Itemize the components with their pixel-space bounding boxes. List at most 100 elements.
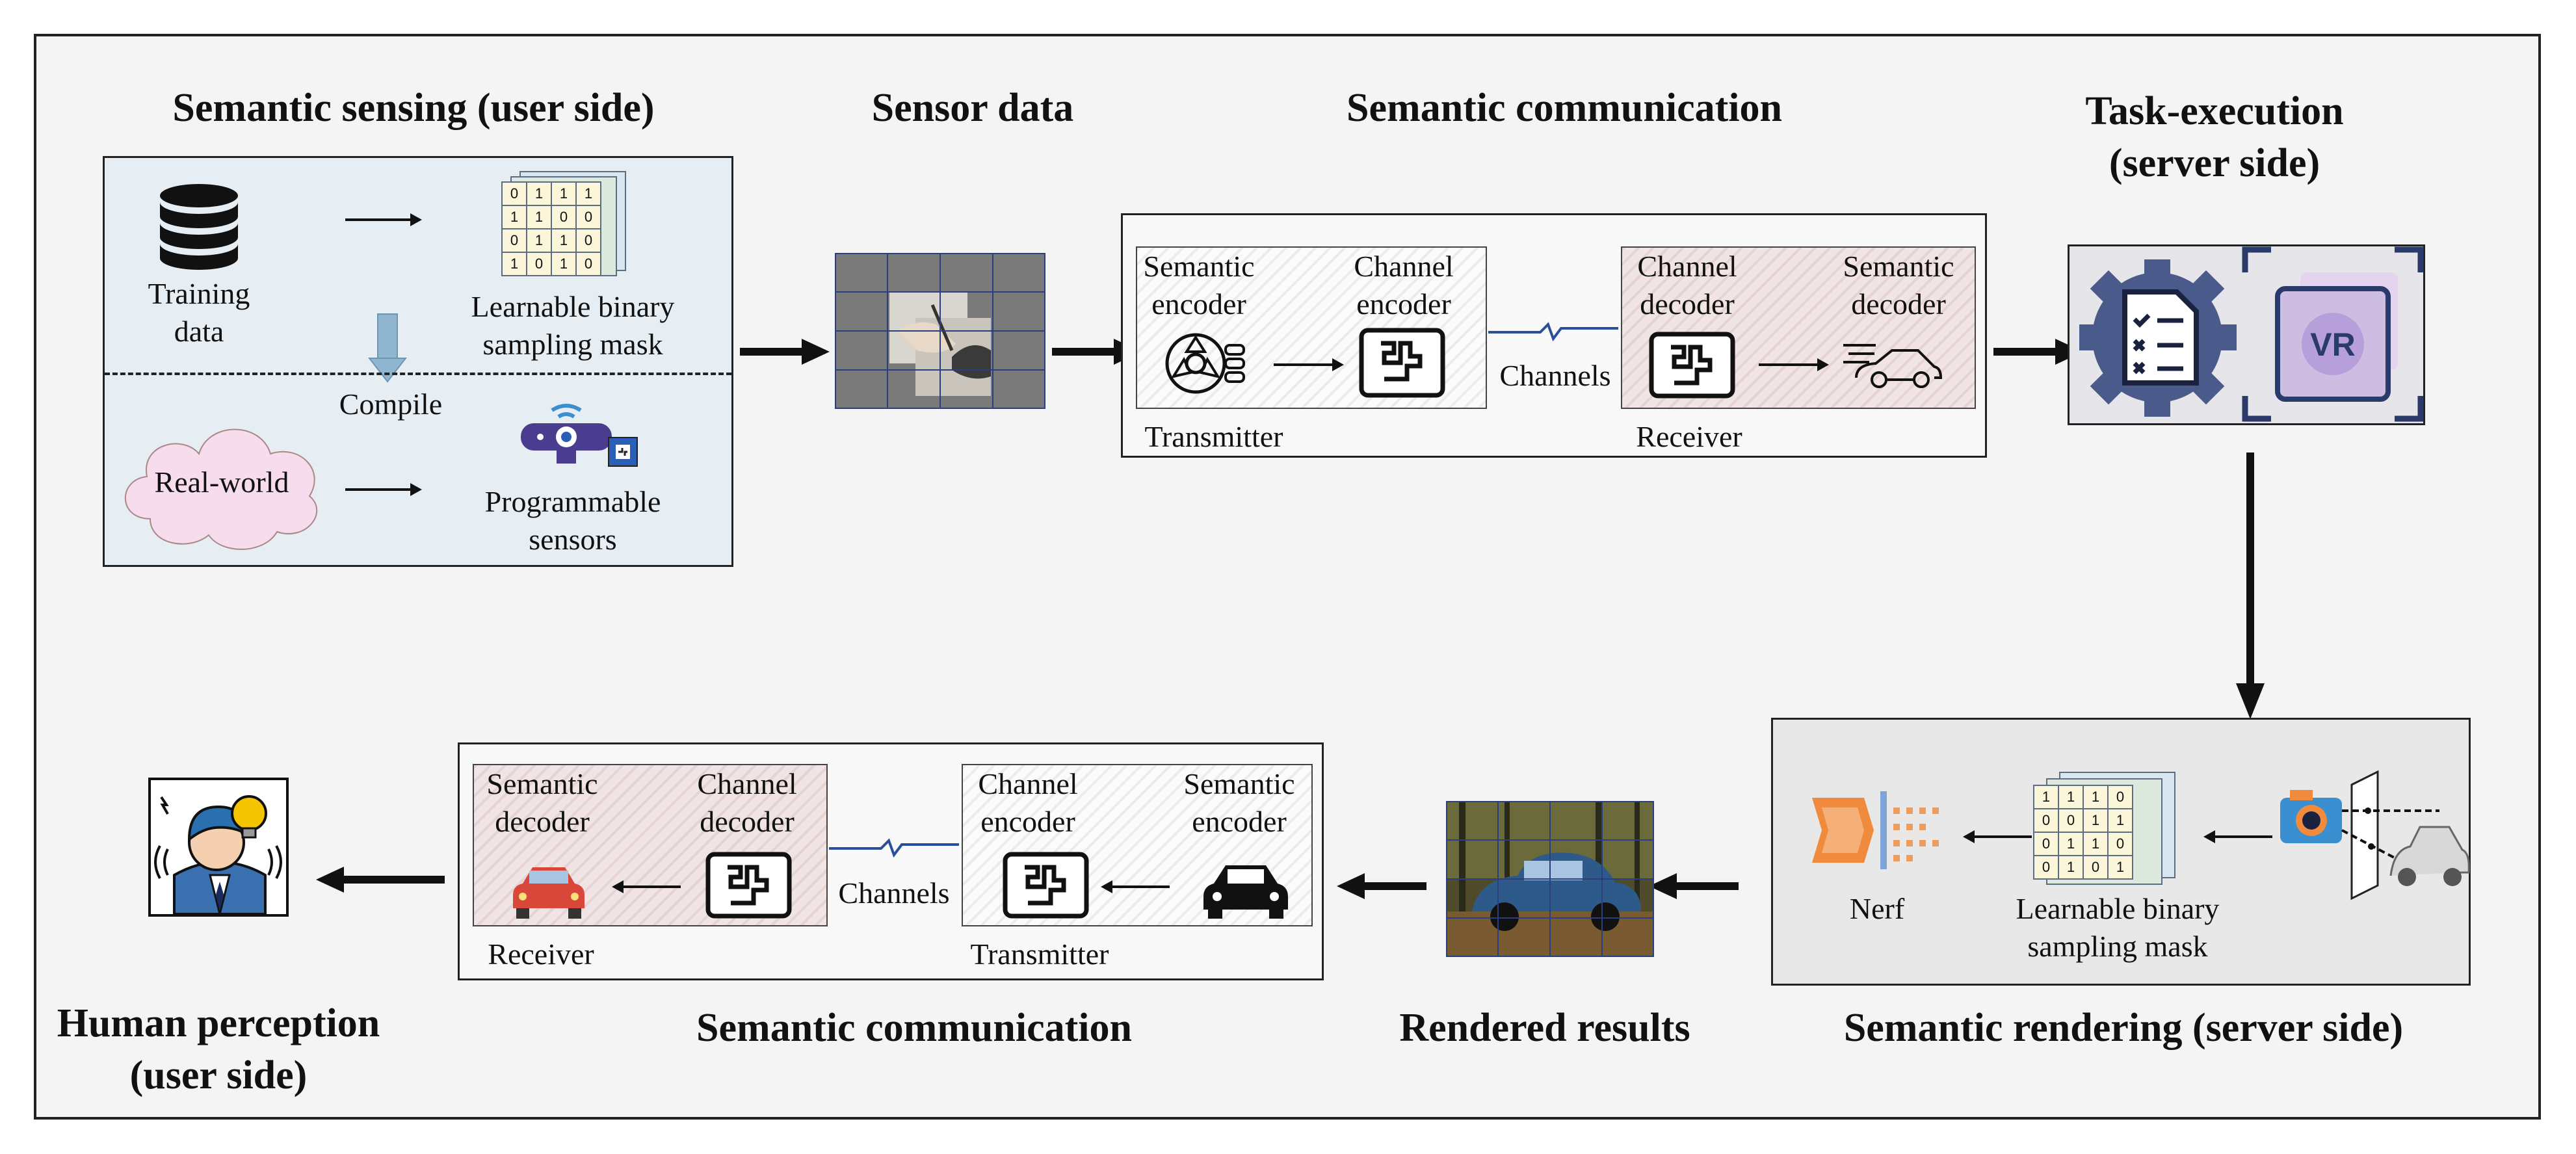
sensing-mask-cell: 0 [575, 228, 601, 253]
sensing-mask-cell: 0 [575, 252, 601, 276]
training-data-label-2: data [174, 315, 224, 348]
rendering-mask-label-2: sampling mask [2027, 930, 2208, 963]
rendering-mask-cell: 0 [2058, 808, 2084, 833]
channel-zigzag-top [1488, 322, 1618, 342]
red-car-icon [513, 867, 585, 919]
transmitter-panel-bottom: Channel encoder Semantic encoder [962, 764, 1313, 926]
sensing-mask-cell: 1 [551, 252, 577, 276]
sensing-mask-cell: 1 [575, 181, 601, 206]
semantic-decoder-label: Semantic [1843, 250, 1954, 283]
arrow-results-to-comm [1337, 873, 1426, 899]
rendering-mask-cell: 0 [2033, 855, 2059, 880]
transmitter-label-top: Transmitter [1144, 420, 1283, 453]
channel-decoder-label: Channel [1637, 250, 1737, 283]
rendering-mask-cell: 1 [2083, 785, 2109, 809]
rendering-mask-cell: 1 [2058, 785, 2084, 809]
channel-encoder-label-bottom: Channel [978, 767, 1078, 800]
sensor-data-image [835, 253, 1045, 409]
title-semantic-communication-top: Semantic communication [1347, 86, 1782, 130]
rendering-mask-cell: 1 [2058, 855, 2084, 880]
arrow-rendering-to-results [1649, 873, 1739, 899]
semantic-encoder-label-bottom-2: encoder [1192, 805, 1287, 838]
sensing-mask-cell: 1 [501, 205, 527, 229]
compile-label: Compile [339, 387, 443, 421]
title-sensor-data: Sensor data [871, 86, 1074, 130]
sensing-mask-cell: 0 [575, 205, 601, 229]
semantic-encoder-label-bottom: Semantic [1183, 767, 1295, 800]
training-data-label: Training [148, 277, 250, 310]
compile-arrow [367, 313, 408, 383]
sensing-mask-cell: 0 [551, 205, 577, 229]
sensing-mask-cell: 1 [551, 181, 577, 206]
title-semantic-rendering: Semantic rendering (server side) [1843, 1006, 2404, 1050]
programmable-sensor-icon [521, 404, 638, 467]
sensing-mask-cell: 0 [526, 252, 552, 276]
receiver-label-bottom: Receiver [488, 938, 594, 971]
rendering-mask-cell: 1 [2083, 832, 2109, 856]
real-world-cloud [124, 428, 318, 550]
title-semantic-communication-bottom: Semantic communication [696, 1006, 1132, 1050]
car-outline-icon [1843, 344, 1943, 388]
transmitter-panel-top: Semantic encoder Channel encoder [1136, 246, 1487, 409]
sensing-mask-cell: 1 [501, 252, 527, 276]
title-human-perception: Human perception [57, 1001, 380, 1045]
sensing-mask-cell: 1 [526, 181, 552, 206]
channel-decoder-label-bottom-2: decoder [700, 805, 795, 838]
arrow-dec-top [1759, 358, 1829, 371]
channel-encoder-label: Channel [1354, 250, 1454, 283]
title-task-execution: Task-execution [2085, 89, 2344, 133]
title-task-execution-sub: (server side) [2109, 141, 2320, 185]
vr-badge-text: VR [2310, 326, 2355, 363]
semantic-encoder-label-2: encoder [1151, 287, 1246, 321]
arrow-camera-to-mask [2203, 830, 2272, 843]
channel-encoder-label-2: encoder [1356, 287, 1451, 321]
rendering-mask-cell: 1 [2083, 808, 2109, 833]
semantic-comm-top-panel: Semantic encoder Channel encoder Channel… [1121, 213, 1987, 458]
rendering-mask-cell: 1 [2058, 832, 2084, 856]
receiver-panel-bottom: Semantic decoder Channel decoder [473, 764, 828, 926]
rendered-results-image [1446, 801, 1654, 957]
rendering-mask-label: Learnable binary [2016, 892, 2220, 925]
programmable-sensors-label-2: sensors [529, 523, 617, 556]
nerf-icon [1812, 791, 1939, 869]
transmitter-label-bottom: Transmitter [970, 938, 1109, 971]
channel-decoder-icon-bottom [705, 852, 792, 919]
programmable-sensors-label: Programmable [484, 485, 661, 518]
arrow-enc-top [1274, 358, 1344, 371]
rendering-mask-cell: 0 [2107, 832, 2133, 856]
semantic-decoder-label-2: decoder [1851, 287, 1946, 321]
arrow-small-1 [345, 213, 422, 226]
arrow-enc-bottom [1101, 880, 1170, 893]
semantic-comm-bottom-panel: Semantic decoder Channel decoder Channel… [458, 742, 1324, 980]
camera-capture-icon [2280, 770, 2470, 900]
arrow-small-2 [345, 483, 422, 496]
semantic-decoder-label-bottom: Semantic [486, 767, 598, 800]
channels-label-bottom: Channels [838, 876, 950, 910]
rendering-mask-cell: 0 [2033, 832, 2059, 856]
channel-encoder-icon [1359, 328, 1445, 398]
rendering-mask-cell: 1 [2033, 785, 2059, 809]
database-icon [160, 184, 238, 270]
arrow-task-to-rendering [2236, 452, 2265, 719]
task-execution-panel: VR [2068, 244, 2425, 425]
arrow-dec-bottom [612, 880, 681, 893]
semantic-decoder-label-bottom-2: decoder [495, 805, 590, 838]
arrow-mask-to-nerf [1963, 830, 2032, 843]
semantic-encoder-label: Semantic [1143, 250, 1255, 283]
sampling-mask-label: Learnable binary [471, 290, 675, 323]
channel-encoder-icon-bottom [1003, 852, 1089, 919]
vr-icon: VR [2242, 246, 2424, 422]
channel-decoder-label-2: decoder [1640, 287, 1735, 321]
receiver-panel-top: Channel decoder Semantic decoder [1621, 246, 1976, 409]
receiver-label-top: Receiver [1636, 420, 1742, 453]
rendering-mask-cell: 1 [2107, 855, 2133, 880]
gear-checklist-icon [2079, 259, 2237, 417]
title-human-perception-sub: (user side) [129, 1053, 308, 1097]
rendering-mask-cell: 1 [2107, 808, 2133, 833]
diagram-frame: Semantic sensing (user side) Sensor data… [34, 34, 2541, 1120]
channel-zigzag-bottom [829, 838, 959, 858]
